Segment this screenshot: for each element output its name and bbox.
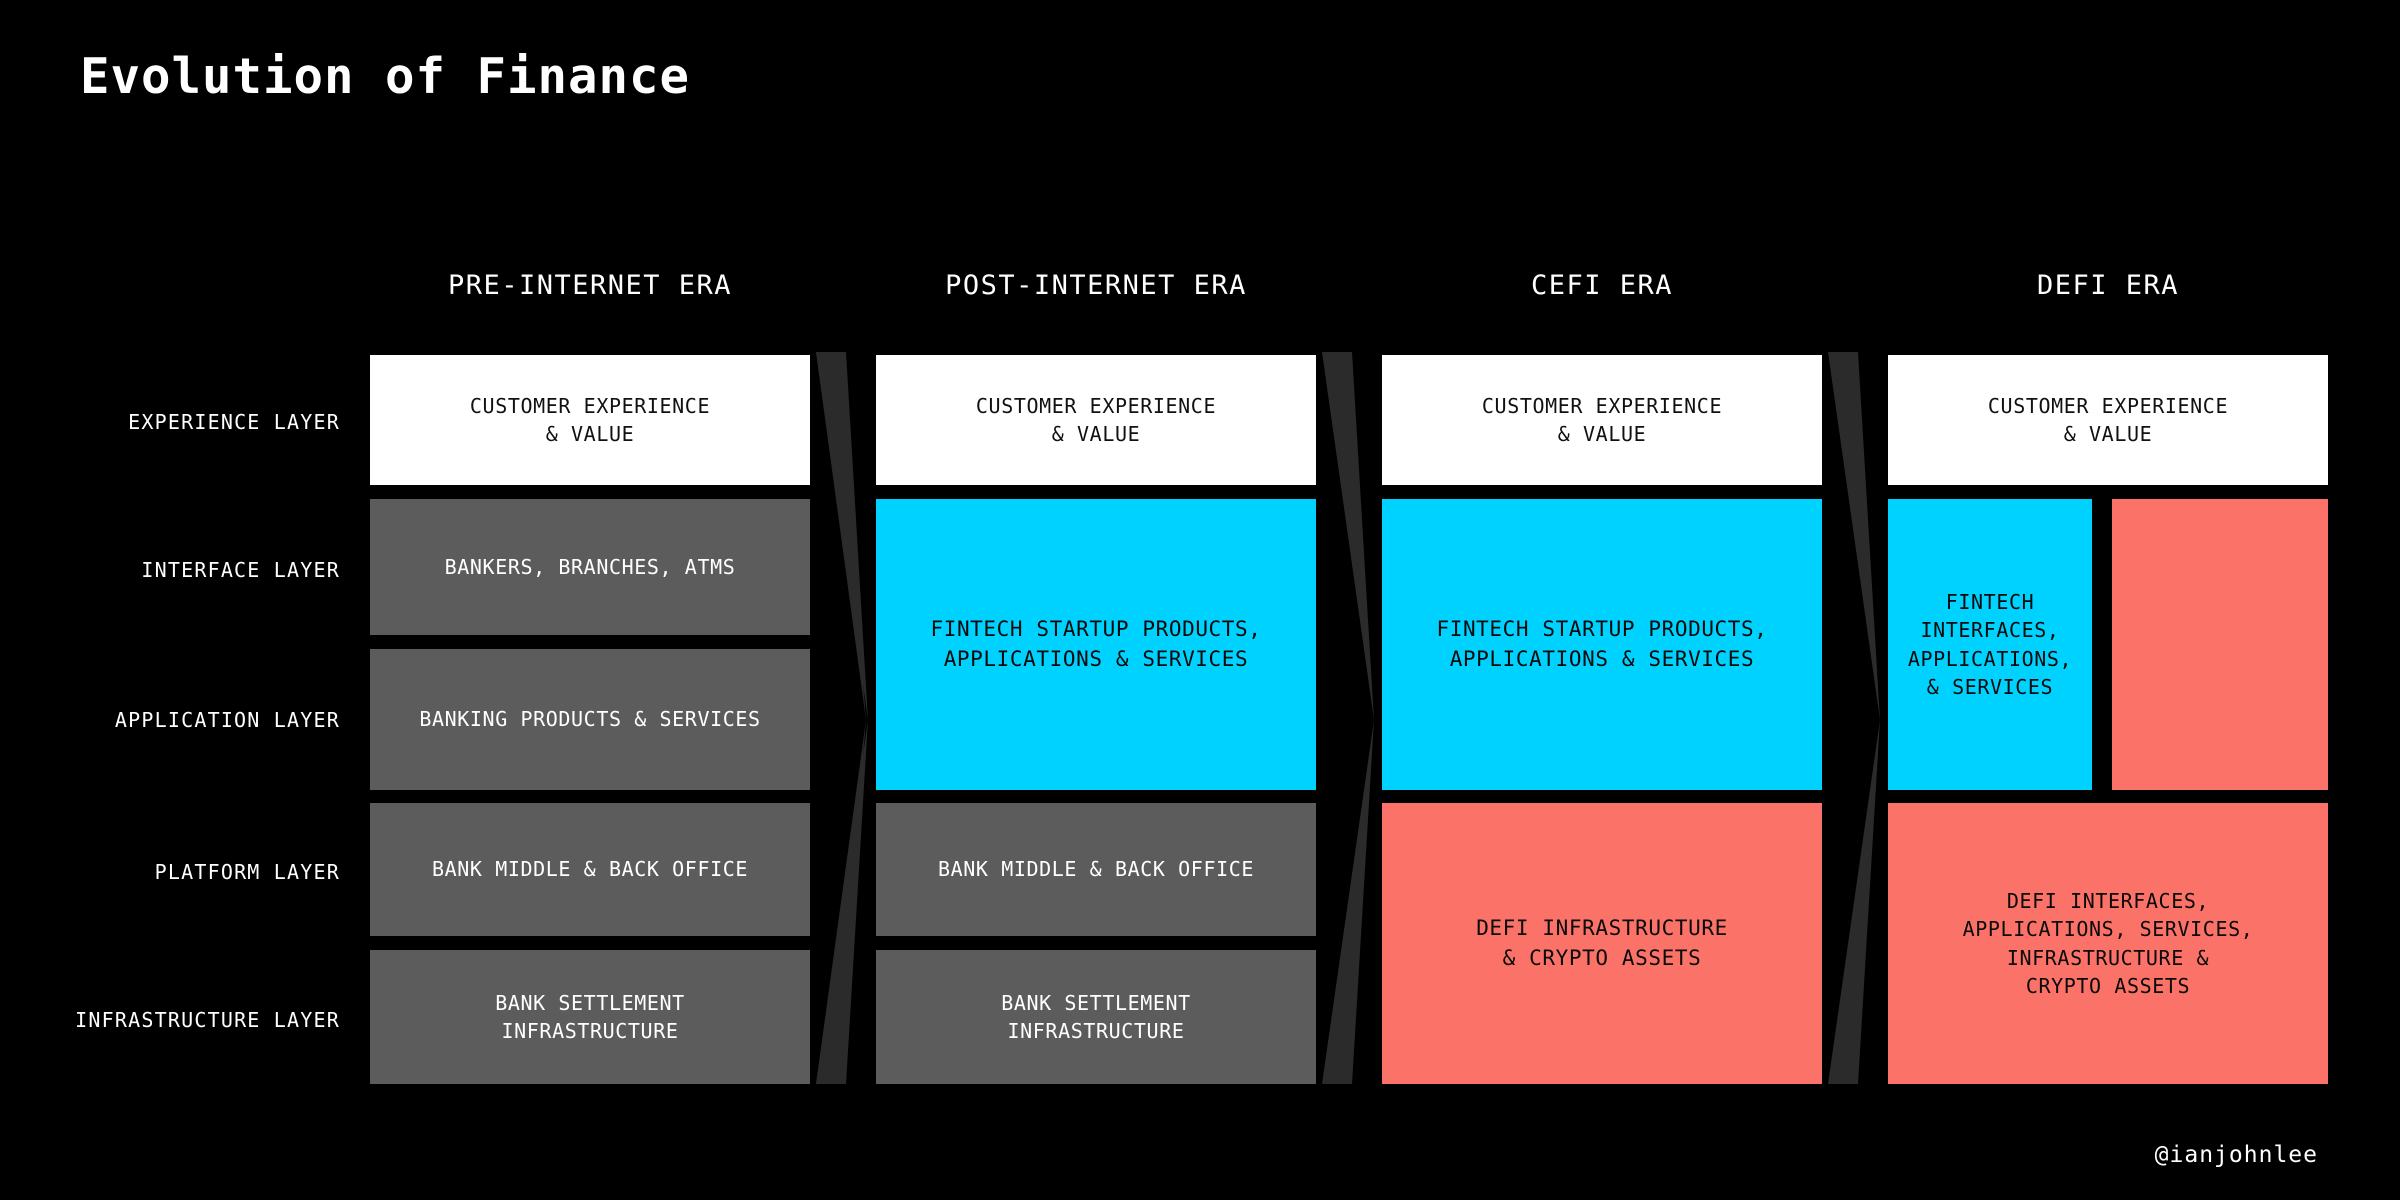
cell-post-internet-platform[interactable]: BANK MIDDLE & BACK OFFICE [876,803,1316,936]
cell-text: FINTECH INTERFACES, APPLICATIONS, & SERV… [1907,589,2073,699]
column-header-defi: DEFI ERA [2036,270,2180,301]
cell-text: BANKING PRODUCTS & SERVICES [419,707,761,732]
cell-text: FINTECH STARTUP PRODUCTS, APPLICATIONS &… [1436,616,1768,671]
row-label-infrastructure: INFRASTRUCTURE LAYER [75,1008,340,1032]
row-label-experience: EXPERIENCE LAYER [128,410,340,434]
column-header-cefi: CEFI ERA [1530,270,1674,301]
cell-text: CUSTOMER EXPERIENCE & VALUE [1481,393,1723,446]
cell-text: CUSTOMER EXPERIENCE & VALUE [1987,393,2229,446]
cell-text: FINTECH STARTUP PRODUCTS, APPLICATIONS &… [930,616,1262,671]
cell-defi-fintech[interactable]: FINTECH INTERFACES, APPLICATIONS, & SERV… [1888,499,2092,790]
cell-text: BANK SETTLEMENT INFRASTRUCTURE [1001,990,1191,1043]
connector-arrow-1b [816,352,868,1084]
cell-text: BANK MIDDLE & BACK OFFICE [431,857,749,882]
cell-text: CUSTOMER EXPERIENCE & VALUE [975,393,1217,446]
cell-cefi-fintech[interactable]: FINTECH STARTUP PRODUCTS, APPLICATIONS &… [1382,499,1822,790]
row-label-application: APPLICATION LAYER [114,708,340,732]
cell-pre-internet-interface[interactable]: BANKERS, BRANCHES, ATMS [370,499,810,635]
cell-text: CUSTOMER EXPERIENCE & VALUE [469,393,711,446]
cell-post-internet-fintech[interactable]: FINTECH STARTUP PRODUCTS, APPLICATIONS &… [876,499,1316,790]
cell-pre-internet-application[interactable]: BANKING PRODUCTS & SERVICES [370,649,810,790]
column-header-pre-internet: PRE-INTERNET ERA [447,270,733,301]
cell-cefi-experience[interactable]: CUSTOMER EXPERIENCE & VALUE [1382,355,1822,485]
row-label-interface: INTERFACE LAYER [141,558,340,582]
cell-pre-internet-experience[interactable]: CUSTOMER EXPERIENCE & VALUE [370,355,810,485]
column-header-post-internet: POST-INTERNET ERA [945,270,1247,301]
author-handle: @ianjohnlee [2154,1142,2318,1168]
cell-text: BANK MIDDLE & BACK OFFICE [937,857,1255,882]
cell-post-internet-infrastructure[interactable]: BANK SETTLEMENT INFRASTRUCTURE [876,950,1316,1084]
cell-pre-internet-infrastructure[interactable]: BANK SETTLEMENT INFRASTRUCTURE [370,950,810,1084]
cell-text: DEFI INFRASTRUCTURE & CRYPTO ASSETS [1476,915,1728,970]
cell-text: BANK SETTLEMENT INFRASTRUCTURE [495,990,685,1043]
cell-defi-experience[interactable]: CUSTOMER EXPERIENCE & VALUE [1888,355,2328,485]
cell-pre-internet-platform[interactable]: BANK MIDDLE & BACK OFFICE [370,803,810,936]
cell-text: DEFI INTERFACES, APPLICATIONS, SERVICES,… [1962,888,2254,998]
cell-text: BANKERS, BRANCHES, ATMS [444,554,736,579]
cell-cefi-defi-infrastructure[interactable]: DEFI INFRASTRUCTURE & CRYPTO ASSETS [1382,803,1822,1084]
connector-arrow-2 [1322,352,1374,1084]
cell-post-internet-experience[interactable]: CUSTOMER EXPERIENCE & VALUE [876,355,1316,485]
cell-defi-stack[interactable]: DEFI INTERFACES, APPLICATIONS, SERVICES,… [1888,803,2328,1084]
cell-defi-stack-upper-right[interactable] [2112,499,2328,790]
connector-arrow-3 [1828,352,1880,1084]
row-label-platform: PLATFORM LAYER [154,860,340,884]
page-title: Evolution of Finance [80,48,691,105]
